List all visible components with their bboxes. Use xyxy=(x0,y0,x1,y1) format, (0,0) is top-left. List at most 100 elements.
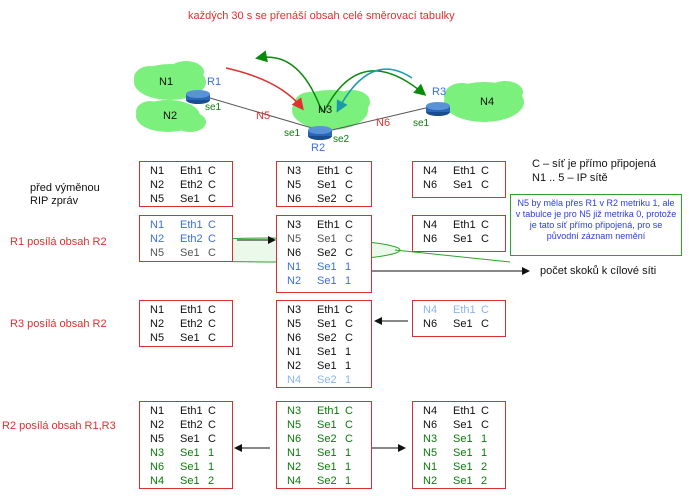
cell-metric: 2 xyxy=(481,475,488,487)
cell-net: N2 xyxy=(150,233,165,245)
cell-iface: Se2 xyxy=(317,247,337,259)
router-label-r2: R2 xyxy=(311,142,326,154)
stage-label-r1-to-r2: R1 posílá obsah R2 xyxy=(10,236,107,248)
cell-iface: Eth2 xyxy=(180,179,203,191)
cell-net: N3 xyxy=(287,165,302,177)
cell-metric: C xyxy=(345,233,353,245)
cell-metric: C xyxy=(208,247,216,259)
cell-iface: Se1 xyxy=(453,461,473,473)
cell-metric: C xyxy=(481,165,489,177)
cell-metric: C xyxy=(481,405,489,417)
arrow-r3-to-r2 xyxy=(336,68,413,113)
cell-iface: Se1 xyxy=(317,346,337,358)
cell-net: N4 xyxy=(423,405,438,417)
cell-net: N1 xyxy=(150,304,165,316)
cell-iface: Se2 xyxy=(317,193,337,205)
page-title: každých 30 s se přenáší obsah celé směro… xyxy=(188,10,455,22)
cell-metric: C xyxy=(208,433,216,445)
router-r1-icon xyxy=(186,90,210,104)
iface-r2-se1: se1 xyxy=(284,128,301,139)
router-label-r3: R3 xyxy=(432,86,447,98)
stage-label-r3-to-r2: R3 posílá obsah R2 xyxy=(10,318,107,330)
cell-net: N6 xyxy=(287,193,302,205)
iface-r2-se2: se2 xyxy=(333,134,350,145)
cell-net: N3 xyxy=(287,304,302,316)
cell-iface: Eth1 xyxy=(180,219,203,231)
cloud-n1 xyxy=(134,61,206,100)
cell-net: N2 xyxy=(287,360,302,372)
cell-iface: Se2 xyxy=(317,475,337,487)
cell-iface: Se1 xyxy=(317,360,337,372)
link-n5 xyxy=(209,97,313,129)
cell-net: N6 xyxy=(287,433,302,445)
cell-net: N6 xyxy=(150,461,165,473)
cell-net: N3 xyxy=(287,219,302,231)
cell-metric: C xyxy=(208,193,216,205)
cell-net: N1 xyxy=(287,447,302,459)
hop-count-label: počet skoků k cílové síti xyxy=(540,265,657,277)
cell-iface: Eth1 xyxy=(453,219,476,231)
cell-net: N1 xyxy=(150,165,165,177)
cell-iface: Eth1 xyxy=(180,405,203,417)
arrow-r2-to-r3 xyxy=(323,70,427,113)
note-box: N5 by měla přes R1 v R2 metriku 1, ale v… xyxy=(510,194,682,256)
cell-iface: Se1 xyxy=(453,475,473,487)
cell-net: N1 xyxy=(150,219,165,231)
note-connector xyxy=(394,249,511,263)
cell-iface: Eth1 xyxy=(180,165,203,177)
cell-net: N5 xyxy=(423,447,438,459)
cell-iface: Eth2 xyxy=(180,419,203,431)
cell-net: N1 xyxy=(287,261,302,273)
cell-metric: 1 xyxy=(345,261,352,273)
cell-metric: C xyxy=(345,304,353,316)
cell-iface: Se1 xyxy=(317,461,337,473)
cell-iface: Se1 xyxy=(180,433,200,445)
iface-r3-se1: se1 xyxy=(413,118,430,129)
cell-metric: 1 xyxy=(345,475,352,487)
cell-net: N2 xyxy=(150,318,165,330)
cell-metric: C xyxy=(345,318,353,330)
cell-iface: Eth1 xyxy=(453,304,476,316)
cell-metric: C xyxy=(481,419,489,431)
cell-net: N2 xyxy=(287,461,302,473)
cell-iface: Se2 xyxy=(317,374,337,386)
arrow-r1-to-r2 xyxy=(225,67,304,111)
cell-iface: Se1 xyxy=(317,447,337,459)
cell-metric: C xyxy=(208,219,216,231)
router-r3-icon xyxy=(426,102,450,116)
cell-iface: Se1 xyxy=(180,461,200,473)
cell-metric: C xyxy=(208,233,216,245)
cell-net: N5 xyxy=(287,419,302,431)
cell-iface: Se1 xyxy=(180,475,200,487)
cell-net: N6 xyxy=(423,419,438,431)
cell-metric: C xyxy=(345,193,353,205)
cell-net: N3 xyxy=(423,433,438,445)
cell-iface: Se1 xyxy=(453,233,473,245)
cell-iface: Se1 xyxy=(317,275,337,287)
cell-metric: 1 xyxy=(345,346,352,358)
cell-iface: Se1 xyxy=(317,233,337,245)
cell-iface: Eth1 xyxy=(180,304,203,316)
cell-net: N6 xyxy=(423,318,438,330)
legend-line-1: C – síť je přímo připojená xyxy=(532,158,656,170)
cell-net: N4 xyxy=(423,219,438,231)
cell-iface: Se2 xyxy=(317,433,337,445)
cell-net: N6 xyxy=(287,332,302,344)
cell-iface: Se1 xyxy=(317,318,337,330)
cell-metric: C xyxy=(208,304,216,316)
cell-net: N4 xyxy=(150,475,165,487)
cell-net: N4 xyxy=(287,374,302,386)
cell-iface: Se1 xyxy=(453,447,473,459)
router-r2-icon xyxy=(308,126,332,140)
stage-label-before: před výměnou RIP zpráv xyxy=(30,182,100,207)
cell-iface: Eth1 xyxy=(317,165,340,177)
cell-metric: C xyxy=(345,419,353,431)
link-n6 xyxy=(331,106,431,131)
cell-metric: C xyxy=(345,219,353,231)
link-label-n6: N6 xyxy=(376,117,391,129)
cell-metric: C xyxy=(345,179,353,191)
